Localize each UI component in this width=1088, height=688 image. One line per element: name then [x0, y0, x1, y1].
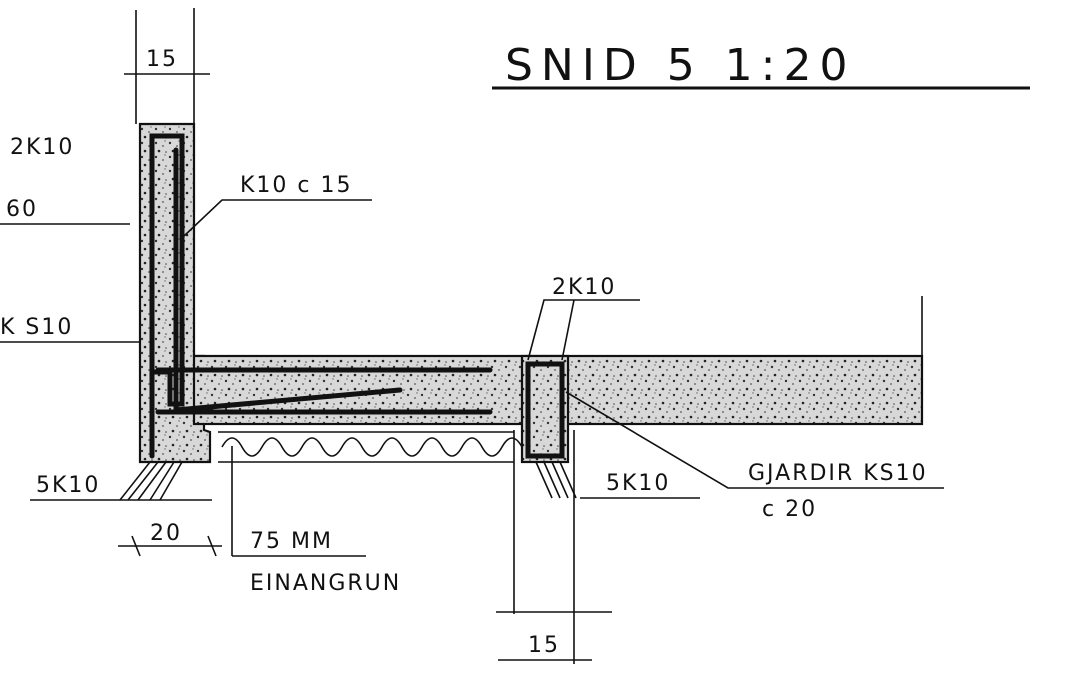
dim-beam-width-left-label: 20 [150, 521, 182, 546]
label-height: 60 [6, 197, 38, 222]
insulation-layer [218, 431, 523, 463]
label-2k10-left: 2K10 [10, 135, 74, 160]
beam-bar-tails [535, 461, 577, 499]
label-lower-bars-right: 5K10 [606, 471, 670, 496]
label-beam-top-bars: 2K10 [552, 275, 616, 300]
wall-bar-tails [119, 461, 183, 501]
label-insulation-thickness: 75 MM [250, 529, 333, 554]
label-vertical-bars: K10 c 15 [240, 173, 353, 198]
dim-tick-left-a [131, 535, 141, 557]
dim-beam-width-right-label: 15 [528, 633, 560, 658]
leader-beam-top-bars [527, 299, 640, 361]
leader-beam-top-bars-2 [561, 299, 575, 361]
leader-vertical-bars [183, 199, 372, 237]
label-stirrups-right-1: GJARDIR KS10 [748, 461, 928, 486]
label-stirrups-right-2: c 20 [762, 497, 817, 522]
label-stirrups-left: K S10 [0, 315, 73, 340]
label-lower-bars-left: 5K10 [36, 473, 100, 498]
dim-tick-left-b [207, 535, 217, 557]
leader-stirrups-right [565, 391, 944, 489]
beam-stirrup-bar [525, 361, 565, 459]
dim-wall-width-label: 15 [146, 47, 178, 72]
label-insulation-name: EINANGRUN [250, 571, 401, 596]
drawing-title: SNID 5 1:20 [505, 40, 855, 91]
